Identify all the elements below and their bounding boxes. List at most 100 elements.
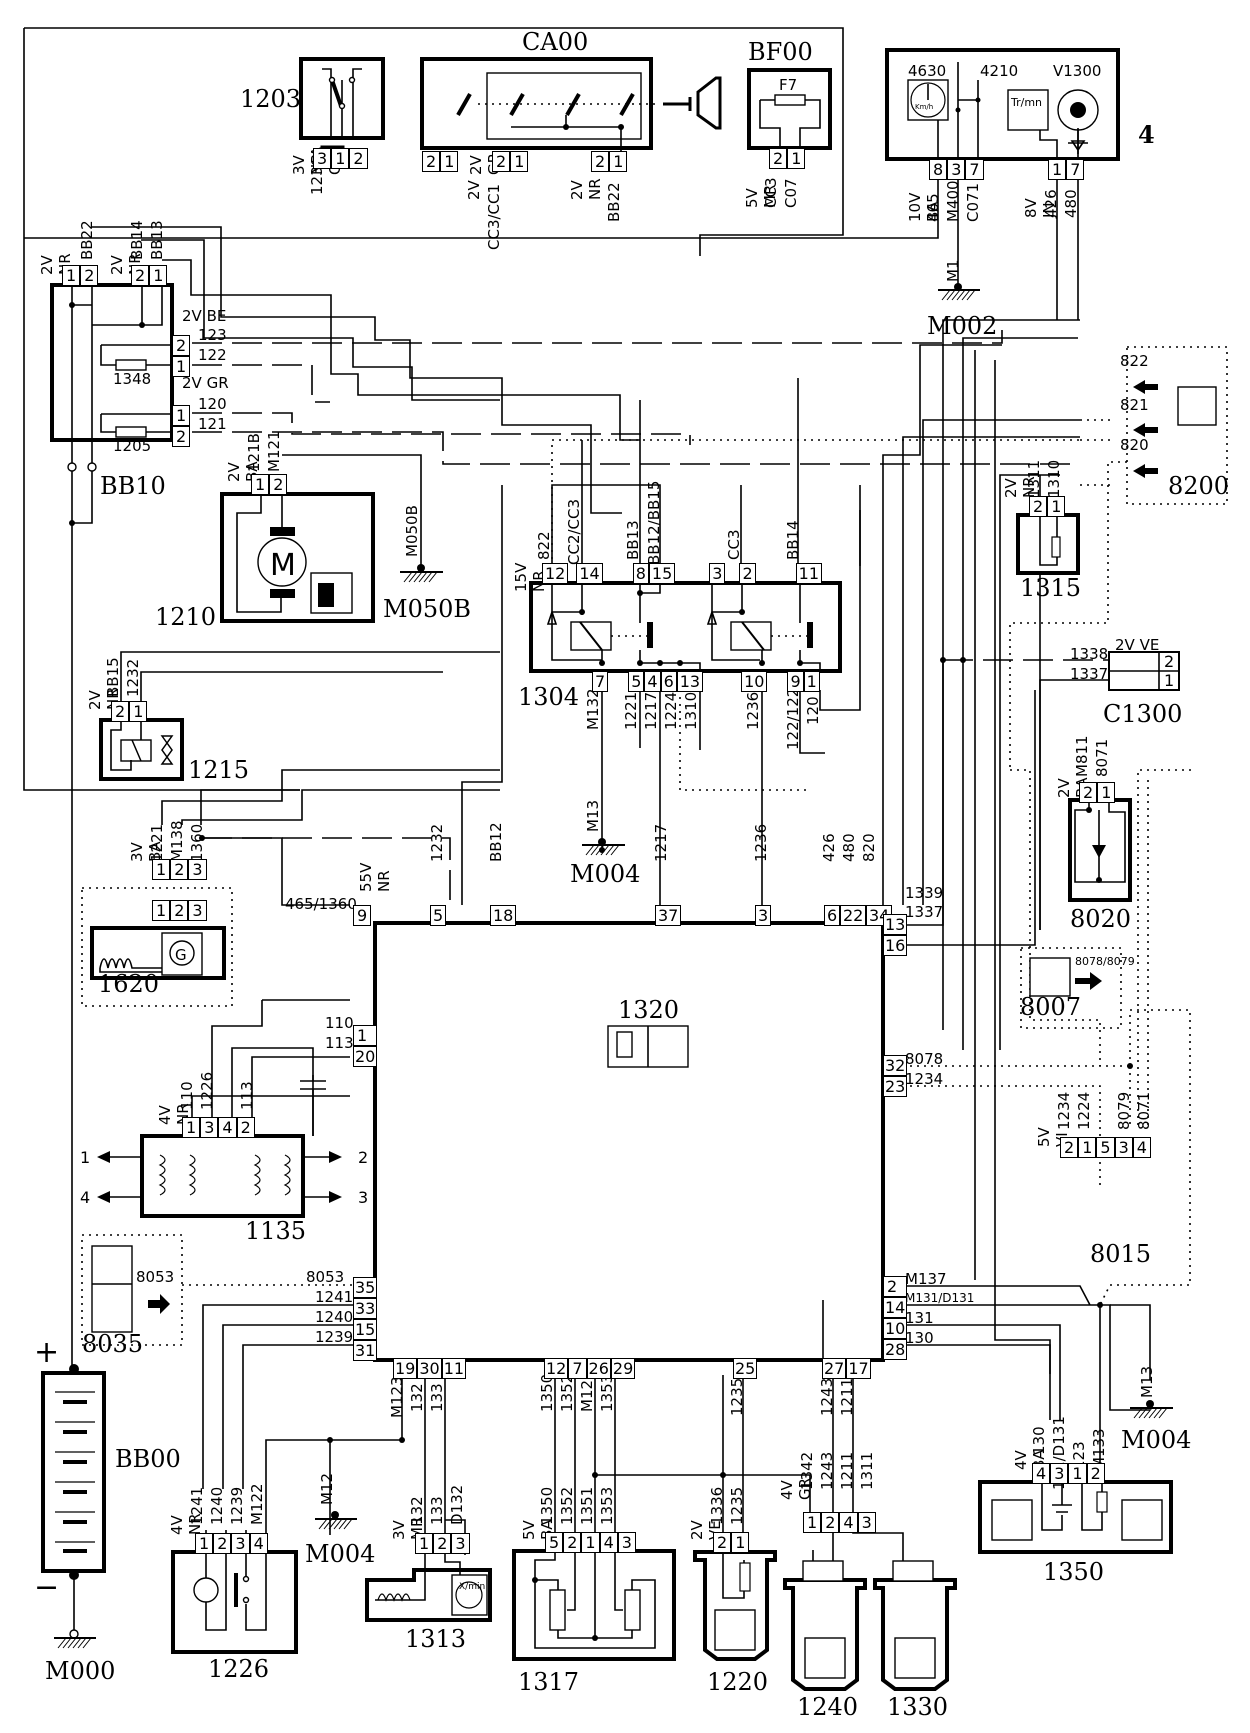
component-BF00[interactable]: [747, 68, 832, 150]
wire-1224-1304: 1224: [662, 691, 680, 730]
wire-8079: 8079: [1115, 1091, 1133, 1130]
component-8007[interactable]: [1020, 947, 1122, 1029]
pin[interactable]: 3: [755, 905, 772, 926]
label-8015: 8015: [1090, 1240, 1152, 1268]
connector-BB10-r2[interactable]: 1 2: [172, 405, 191, 447]
pin: 1: [510, 151, 529, 172]
connector-1317[interactable]: 5 2 1 4 3: [545, 1532, 636, 1553]
connector-ecu-left-9[interactable]: 9: [353, 905, 372, 926]
connector-1210[interactable]: 1 2: [251, 474, 288, 495]
pin: 4: [218, 1117, 237, 1138]
wire-BB12-BB15: BB12/BB15: [645, 480, 663, 565]
wire-1337: 1337: [1070, 665, 1109, 683]
connector-1226[interactable]: 1 2 3 4: [195, 1533, 268, 1554]
connector-cluster-a[interactable]: 8 3 7: [929, 159, 984, 180]
connector-1304-bottom[interactable]: 7 5 4 6 13 10 9 1: [592, 671, 820, 692]
wire-480-ecu: 480: [840, 833, 858, 862]
connector-ecu-bottom-c[interactable]: 25: [733, 1358, 758, 1379]
connector-1220[interactable]: 2 1: [713, 1532, 750, 1553]
pin: 23: [883, 1076, 908, 1097]
connector-8015[interactable]: 2 1 5 3 4: [1060, 1137, 1151, 1158]
tach-readout-label: X/min: [459, 1582, 486, 1592]
connector-cluster-b[interactable]: 1 7: [1048, 159, 1085, 180]
wire-M131-D131: M131/D131: [905, 1291, 975, 1305]
pin: 3: [1050, 1463, 1069, 1484]
wire-M050B: M050B: [403, 505, 421, 557]
connector-ecu-right-c[interactable]: 2 14 10 28: [883, 1276, 908, 1360]
component-1315[interactable]: [1016, 513, 1080, 575]
label-M004-top: M004: [570, 860, 641, 888]
label-1330: 1330: [887, 1693, 949, 1721]
pin: 1: [803, 1512, 822, 1533]
connector-CA00-b[interactable]: 2 1: [492, 151, 529, 172]
wire-BB15: BB15: [104, 657, 122, 697]
label-1220: 1220: [707, 1668, 769, 1696]
connector-BB10-t2[interactable]: 2 1: [131, 265, 168, 286]
pin[interactable]: 5: [430, 905, 447, 926]
connector-1350[interactable]: 4 3 1 2: [1032, 1463, 1105, 1484]
connector-ecu-bottom-b[interactable]: 12 7 26 29: [544, 1358, 636, 1379]
connector-ecu-left-b[interactable]: 35 33 15 31: [353, 1277, 378, 1361]
wire-1235-ecu: 1235: [728, 1377, 746, 1416]
connector-1620[interactable]: 1 2 3: [152, 900, 207, 921]
pin: 1: [440, 151, 459, 172]
wire-M12: M12: [318, 1472, 336, 1505]
wire-1241: 1241: [188, 1486, 206, 1525]
wire-133-ecu: 133: [428, 1383, 446, 1412]
pin: 7: [568, 1358, 587, 1379]
pin[interactable]: 6: [824, 905, 841, 926]
pin: 28: [883, 1339, 908, 1360]
connector-1215[interactable]: 2 1: [111, 701, 148, 722]
connector-BB10-r1[interactable]: 2 1: [172, 335, 191, 377]
wire-M137: M137: [905, 1270, 947, 1288]
component-1135[interactable]: [140, 1134, 305, 1218]
wire-D132: D132: [448, 1484, 466, 1525]
wire-1221-1304: 1221: [622, 691, 640, 730]
component-1317[interactable]: [512, 1549, 676, 1661]
label-1620: 1620: [98, 970, 160, 998]
connector-BB10-t1[interactable]: 1 2: [62, 265, 99, 286]
component-8035[interactable]: [81, 1234, 183, 1346]
connector-1315[interactable]: 2 1: [1029, 496, 1066, 517]
connector-1304-top[interactable]: 12 14 8 15 3 2 11: [542, 563, 822, 584]
connector-C1300-pins[interactable]: 2 1: [1161, 652, 1177, 690]
wire-M1: M1: [944, 259, 962, 283]
pin: 1: [62, 265, 81, 286]
wire-55V-NR: 55V NR: [357, 862, 393, 892]
connector-CA00-a[interactable]: 2 1: [422, 151, 459, 172]
connector-ecu-bottom-a[interactable]: 19 30 11: [393, 1358, 467, 1379]
connector-CA00-c[interactable]: 2 1: [591, 151, 628, 172]
pin[interactable]: 22: [840, 905, 867, 926]
pin: 1: [787, 148, 806, 169]
pin[interactable]: 37: [655, 905, 682, 926]
pin: 2: [1060, 1137, 1079, 1158]
connector-BF00[interactable]: 2 1: [769, 148, 806, 169]
wire-M138: M138: [168, 820, 186, 862]
component-8200[interactable]: [1126, 346, 1228, 505]
wire-8053: 8053: [136, 1268, 175, 1286]
wire-BB14-1304: BB14: [784, 520, 802, 560]
wire-1342: 1342: [798, 1451, 816, 1490]
wire-1353: 1353: [598, 1486, 616, 1525]
component-1620[interactable]: [81, 887, 233, 1007]
connector-ecu-right-a[interactable]: 13 16: [883, 914, 908, 956]
wire-2V-VE: 2V VE: [1115, 636, 1160, 654]
wire-1351: 1351: [578, 1486, 596, 1525]
connector-1240[interactable]: 1 2 4 3: [803, 1512, 876, 1533]
pin: 10: [741, 671, 768, 692]
pin[interactable]: 18: [490, 905, 517, 926]
connector-1313[interactable]: 1 2 3: [415, 1533, 470, 1554]
connector-1135[interactable]: 1 3 4 2: [182, 1117, 255, 1138]
wire-1240: 1240: [208, 1486, 226, 1525]
wire-1235: 1235: [728, 1486, 746, 1525]
component-1320-ecu[interactable]: [373, 921, 885, 1362]
connector-1620-harness[interactable]: 1 2 3: [152, 859, 207, 880]
connector-1203[interactable]: 3 1 2: [313, 148, 368, 169]
connector-ecu-left-a[interactable]: 1 20: [353, 1025, 378, 1067]
connector-ecu-bottom-d[interactable]: 27 17: [822, 1358, 871, 1379]
wire-M811: M811: [1073, 735, 1091, 777]
connector-8020[interactable]: 2 1: [1079, 782, 1116, 803]
pin: 2: [269, 474, 288, 495]
connector-ecu-right-b[interactable]: 32 23: [883, 1055, 908, 1097]
